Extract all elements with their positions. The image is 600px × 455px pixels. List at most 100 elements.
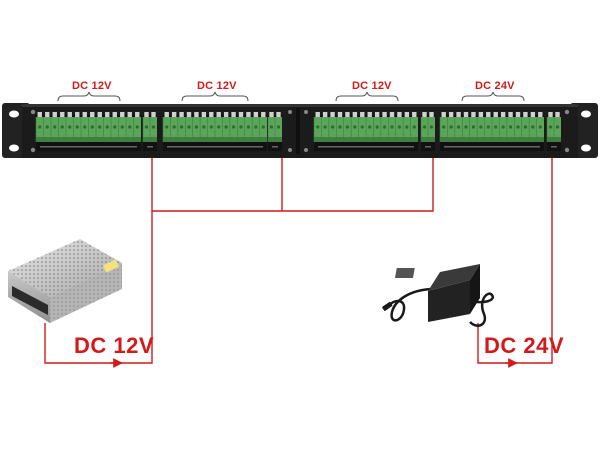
screw-terminal-icon bbox=[216, 112, 221, 117]
screw-terminal-icon bbox=[97, 112, 102, 117]
screw-terminal-icon bbox=[448, 112, 454, 117]
input-label-24v: DC 24V bbox=[484, 333, 565, 358]
terminal-block bbox=[439, 112, 544, 151]
screw-terminal-icon bbox=[82, 112, 87, 117]
screw-icon bbox=[304, 110, 308, 114]
terminal-block bbox=[313, 112, 418, 151]
screw-terminal-icon bbox=[246, 112, 251, 117]
screw-terminal-icon bbox=[508, 112, 513, 117]
screw-icon bbox=[30, 147, 36, 153]
screw-terminal-icon bbox=[374, 112, 380, 117]
mount-hole-icon bbox=[9, 144, 19, 152]
screw-terminal-icon bbox=[367, 112, 372, 117]
screw-terminal-icon bbox=[164, 112, 169, 117]
group-label-4: DC 24V bbox=[475, 80, 515, 92]
screw-terminal-icon bbox=[345, 112, 350, 117]
panel-divider bbox=[296, 108, 300, 154]
screw-terminal-icon bbox=[60, 112, 65, 117]
screw-icon bbox=[30, 109, 36, 115]
terminal-blocks bbox=[35, 112, 561, 151]
screw-terminal-icon bbox=[429, 112, 434, 117]
rack-edge bbox=[22, 104, 578, 107]
psu-terminal-strip bbox=[12, 286, 48, 315]
screw-terminal-icon bbox=[112, 112, 117, 117]
input-label-12v: DC 12V bbox=[74, 333, 155, 358]
screw-terminal-icon bbox=[315, 112, 320, 117]
screw-icon bbox=[304, 148, 308, 152]
screw-terminal-icon bbox=[456, 112, 461, 117]
screw-terminal-icon bbox=[253, 112, 259, 117]
screw-terminal-icon bbox=[120, 112, 125, 117]
adapter-body-front bbox=[428, 280, 470, 322]
screw-terminal-icon bbox=[151, 112, 156, 117]
switching-power-supply-icon bbox=[8, 239, 122, 323]
wire-input-12v bbox=[44, 211, 153, 364]
screw-terminal-icon bbox=[523, 112, 528, 117]
group-label-1: DC 12V bbox=[72, 80, 112, 92]
adapter-body-top bbox=[428, 264, 480, 291]
terminal-block bbox=[162, 112, 267, 151]
wire-bus-12v bbox=[151, 158, 434, 212]
screw-terminal-icon bbox=[397, 112, 402, 117]
screw-terminal-icon bbox=[261, 112, 266, 117]
group-label-2: DC 12V bbox=[197, 80, 237, 92]
adapter-badge bbox=[394, 268, 415, 278]
mount-hole-icon bbox=[581, 144, 591, 152]
screw-terminal-icon bbox=[463, 112, 469, 117]
screw-terminal-icon bbox=[360, 112, 365, 117]
screw-terminal-icon bbox=[500, 112, 506, 117]
screw-terminal-icon bbox=[538, 112, 543, 117]
screw-icon bbox=[288, 110, 292, 114]
terminal-block bbox=[267, 112, 282, 151]
screw-terminal-icon bbox=[330, 112, 335, 117]
screw-terminal-icon bbox=[45, 112, 50, 117]
screw-terminal-icon bbox=[186, 112, 192, 117]
mount-hole-icon bbox=[581, 110, 591, 118]
screw-terminal-icon bbox=[441, 112, 446, 117]
screw-terminal-icon bbox=[404, 112, 410, 117]
screw-icon bbox=[288, 148, 292, 152]
screw-terminal-icon bbox=[144, 112, 149, 117]
psu-side-mesh bbox=[50, 263, 122, 323]
adapter-cable-2 bbox=[465, 292, 495, 327]
brace bbox=[461, 91, 525, 102]
group-label-3: DC 12V bbox=[352, 80, 392, 92]
screw-terminal-icon bbox=[382, 112, 387, 117]
adapter-body-side bbox=[470, 264, 480, 314]
screw-terminal-icon bbox=[201, 112, 207, 117]
screw-terminal-icon bbox=[52, 112, 57, 117]
screw-terminal-icon bbox=[135, 112, 140, 117]
terminal-block bbox=[142, 112, 157, 151]
screw-terminal-icon bbox=[412, 112, 417, 117]
screw-terminal-icon bbox=[194, 112, 199, 117]
screw-icon bbox=[564, 147, 570, 153]
screw-terminal-icon bbox=[478, 112, 484, 117]
screw-terminal-icon bbox=[179, 112, 184, 117]
screw-terminal-icon bbox=[389, 112, 395, 117]
screw-terminal-icon bbox=[269, 112, 274, 117]
screw-terminal-icon bbox=[493, 112, 498, 117]
screw-terminal-icon bbox=[486, 112, 491, 117]
ac-adapter-icon bbox=[382, 264, 495, 327]
terminal-block bbox=[35, 112, 141, 151]
psu-label bbox=[102, 259, 120, 273]
screw-terminal-icon bbox=[352, 112, 358, 117]
screw-terminal-icon bbox=[276, 112, 281, 117]
screw-terminal-icon bbox=[530, 112, 536, 117]
psu-top-mesh bbox=[8, 239, 122, 297]
screw-terminal-icon bbox=[515, 112, 521, 117]
wiring bbox=[44, 158, 553, 368]
terminal-block bbox=[546, 112, 561, 151]
adapter-cable bbox=[387, 287, 433, 322]
screw-icon bbox=[564, 109, 570, 115]
screw-terminal-icon bbox=[75, 112, 80, 117]
screw-terminal-icon bbox=[209, 112, 214, 117]
screw-terminal-icon bbox=[238, 112, 244, 117]
screw-terminal-icon bbox=[231, 112, 236, 117]
screw-terminal-icon bbox=[37, 112, 42, 117]
adapter-plug bbox=[382, 301, 393, 311]
screw-terminal-icon bbox=[337, 112, 343, 117]
brace bbox=[181, 91, 249, 102]
